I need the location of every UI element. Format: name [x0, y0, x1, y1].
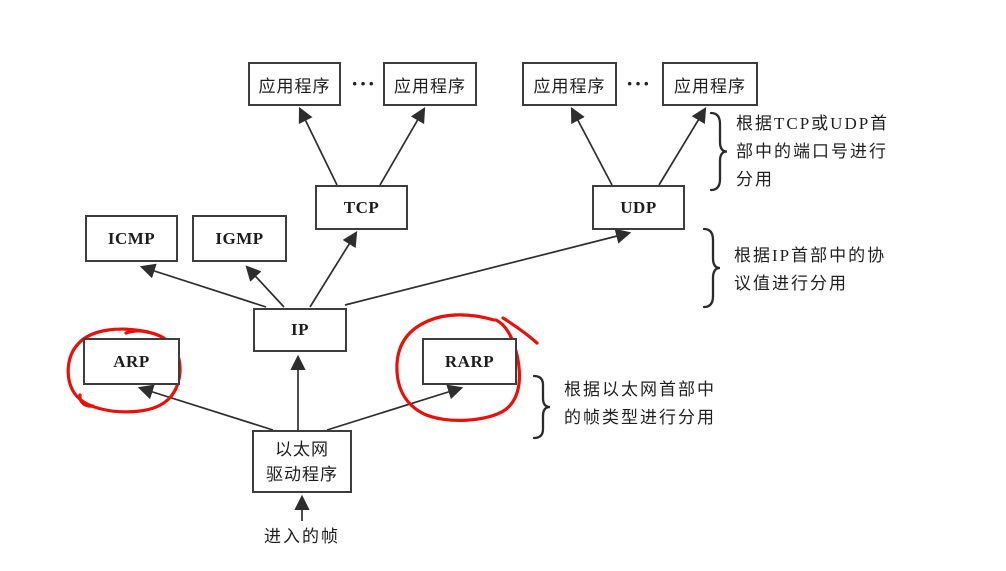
node-ip: IP [253, 308, 347, 352]
node-icmp-label: ICMP [107, 228, 156, 248]
ellipsis-right: ··· [626, 71, 652, 96]
annotation-port-demux-line1: 根据TCP或UDP首 [736, 114, 890, 133]
rarp-highlight-circle [395, 313, 521, 422]
brace-protocol-demux [702, 227, 721, 309]
node-tcp: TCP [315, 185, 408, 230]
node-application-3: 应用程序 [522, 62, 617, 106]
arrow-udp-to-app3 [570, 106, 613, 186]
ethernet-driver-line2: 驱动程序 [266, 464, 338, 484]
node-application-1: 应用程序 [248, 62, 341, 106]
arrow-ip-to-icmp [139, 263, 267, 308]
node-ip-label: IP [291, 320, 309, 339]
node-ethernet-driver: 以太网 驱动程序 [252, 430, 352, 493]
node-application-3-label: 应用程序 [533, 76, 606, 96]
node-application-2-label: 应用程序 [394, 76, 466, 96]
annotation-protocol-demux-line2: 议值进行分用 [734, 274, 848, 293]
node-udp: UDP [592, 185, 685, 230]
node-rarp: RARP [422, 338, 517, 385]
node-ethernet-driver-label: 以太网 驱动程序 [266, 437, 338, 487]
arrow-tcp-to-app1 [298, 106, 338, 186]
node-igmp-label: IGMP [215, 228, 264, 248]
annotation-protocol-demux: 根据IP首部中的协 议值进行分用 [734, 242, 886, 298]
node-application-4-label: 应用程序 [674, 76, 746, 96]
incoming-frame-label: 进入的帧 [264, 527, 340, 546]
node-application-1-label: 应用程序 [258, 76, 331, 96]
arrow-ip-to-tcp [309, 231, 358, 308]
arrow-ethernet-to-rarp [326, 384, 464, 431]
brace-frametype-demux [532, 374, 551, 440]
node-tcp-label: TCP [343, 197, 380, 217]
ellipsis-left: ··· [351, 71, 377, 96]
node-arp-label: ARP [113, 351, 150, 371]
annotation-protocol-demux-line1: 根据IP首部中的协 [734, 246, 887, 265]
node-rarp-label: RARP [444, 351, 495, 371]
arrow-udp-to-app4 [658, 107, 707, 186]
annotation-frametype-demux: 根据以太网首部中 的帧类型进行分用 [564, 376, 716, 432]
node-udp-label: UDP [620, 197, 657, 217]
node-application-2: 应用程序 [383, 62, 477, 106]
annotation-port-demux: 根据TCP或UDP首 部中的端口号进行 分用 [736, 110, 889, 194]
arp-highlight-tail [78, 393, 95, 408]
annotation-frametype-demux-line1: 根据以太网首部中 [564, 380, 716, 399]
arp-highlight-circle [66, 327, 182, 414]
annotation-frametype-demux-line2: 的帧类型进行分用 [564, 408, 716, 427]
brace-port-demux [709, 111, 728, 192]
node-arp: ARP [83, 338, 180, 385]
annotation-port-demux-line3: 分用 [736, 170, 774, 189]
rarp-highlight-tail [501, 316, 539, 345]
arrow-ip-to-udp [344, 228, 632, 306]
node-icmp: ICMP [85, 215, 178, 262]
node-application-4: 应用程序 [662, 62, 758, 106]
arrow-tcp-to-app2 [379, 107, 426, 186]
arrow-ip-to-igmp [245, 265, 285, 308]
arrow-ethernet-to-arp [137, 384, 274, 431]
ethernet-driver-line1: 以太网 [275, 439, 329, 459]
node-igmp: IGMP [192, 215, 287, 262]
annotation-port-demux-line2: 部中的端口号进行 [736, 142, 888, 161]
